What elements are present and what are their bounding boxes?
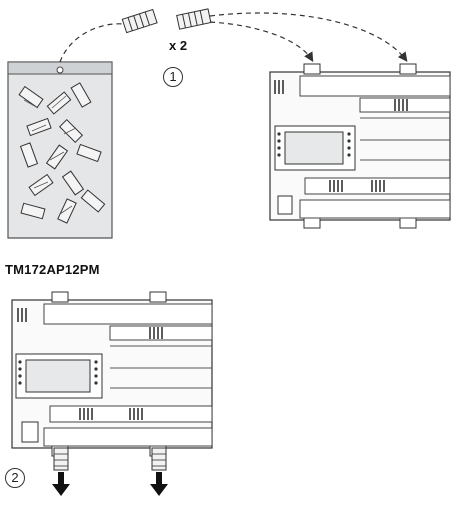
controller-top xyxy=(269,63,451,229)
removal-arrows xyxy=(52,447,168,496)
controller-bottom xyxy=(11,291,213,457)
quantity-label: x 2 xyxy=(169,38,188,53)
clip-bag xyxy=(7,61,113,239)
step-1-badge: 1 xyxy=(163,67,183,87)
model-label: TM172AP12PM xyxy=(5,262,100,277)
step-2-badge: 2 xyxy=(5,468,25,488)
dashed-paths xyxy=(59,12,408,63)
clip-pair xyxy=(121,8,212,34)
